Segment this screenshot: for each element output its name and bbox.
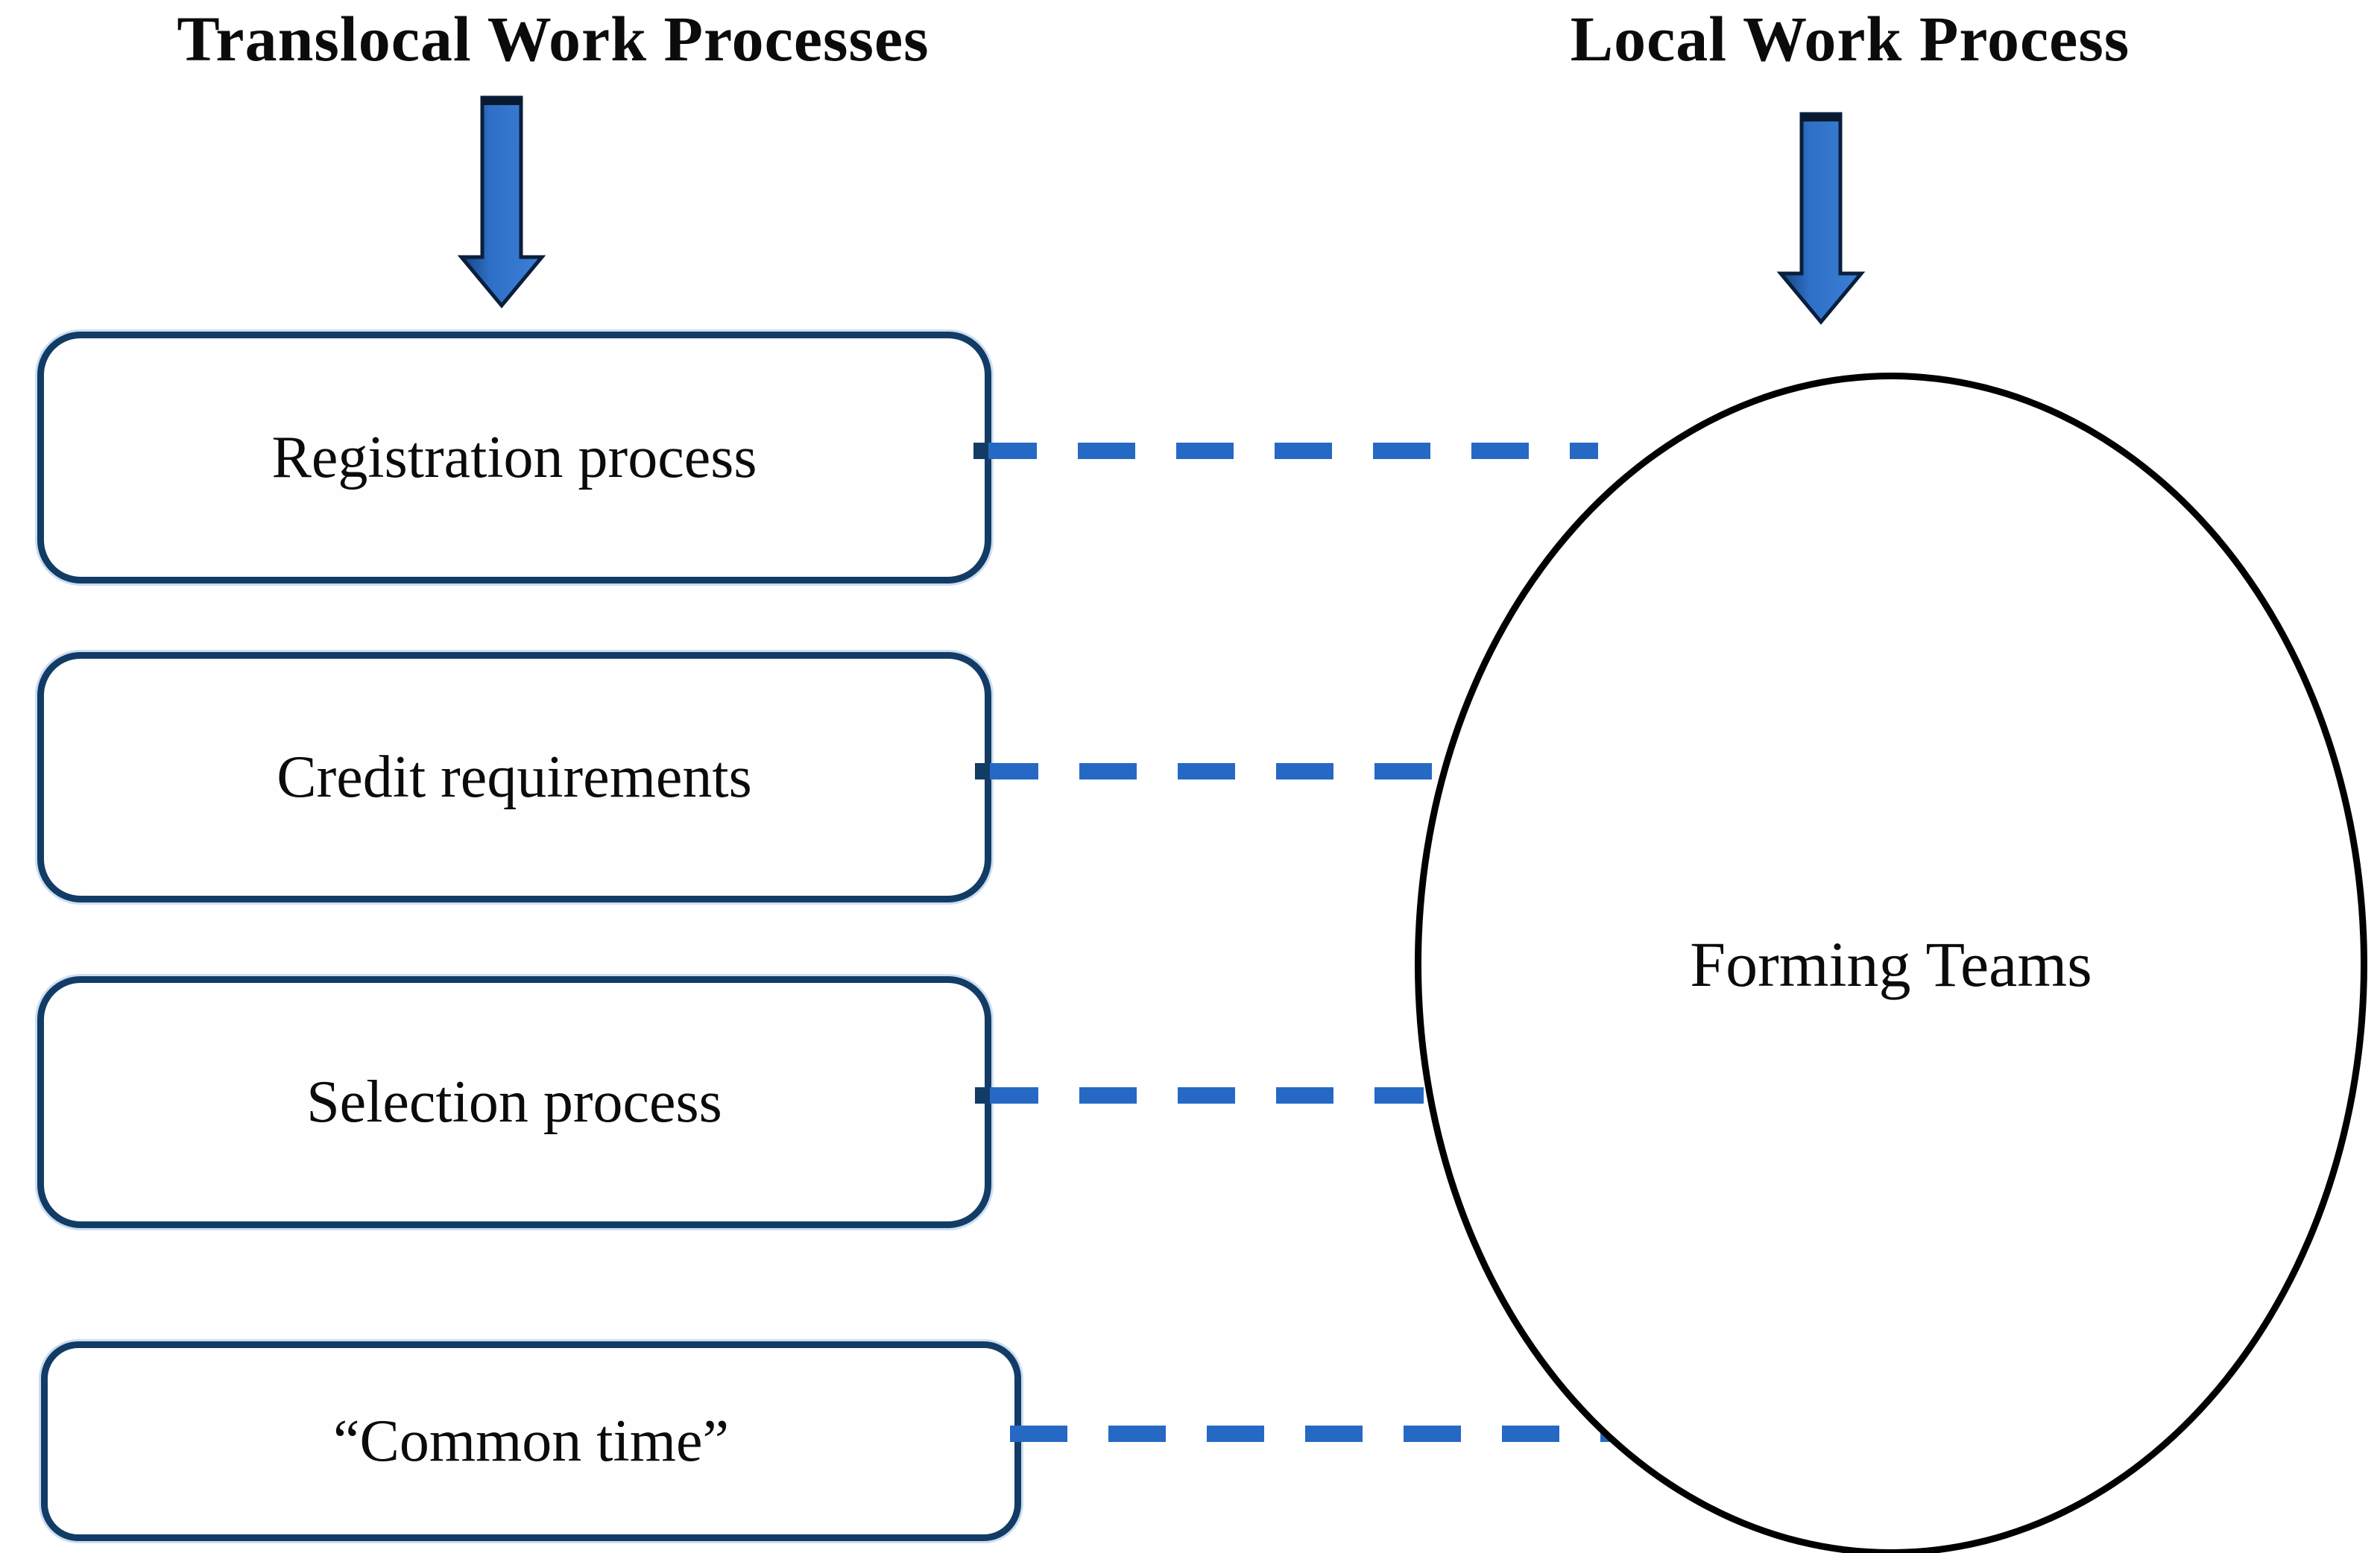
down-arrow-icon [1776, 112, 1866, 325]
connector-nub [975, 763, 990, 779]
translocal-column-title: Translocal Work Processes [177, 3, 929, 75]
process-box-credit: Credit requirements [37, 652, 991, 902]
box-label-selection: Selection process [306, 1069, 722, 1135]
arrow-top-shade [482, 98, 521, 105]
dashed-connector-registration [973, 443, 1598, 459]
local-column-title: Local Work Process [1570, 3, 2130, 75]
ellipse-label: Forming Teams [1690, 929, 2092, 1000]
dashed-connector-selection [975, 1087, 1424, 1104]
down-arrow-icon [457, 95, 546, 309]
box-label-registration: Registration process [271, 424, 757, 490]
connector-nub [975, 1087, 990, 1104]
dashed-connector-credit [975, 763, 1445, 779]
process-box-common-time: “Common time” [41, 1341, 1021, 1541]
dashed-connector-common-time [1010, 1426, 1612, 1442]
arrow-top-shade [1802, 114, 1840, 121]
box-label-credit: Credit requirements [277, 744, 752, 810]
forming-teams-ellipse: Forming Teams [1415, 373, 2367, 1553]
connector-nub [973, 443, 988, 459]
process-box-selection: Selection process [37, 976, 991, 1228]
box-label-common-time: “Common time” [332, 1408, 729, 1474]
process-box-registration: Registration process [37, 332, 991, 583]
